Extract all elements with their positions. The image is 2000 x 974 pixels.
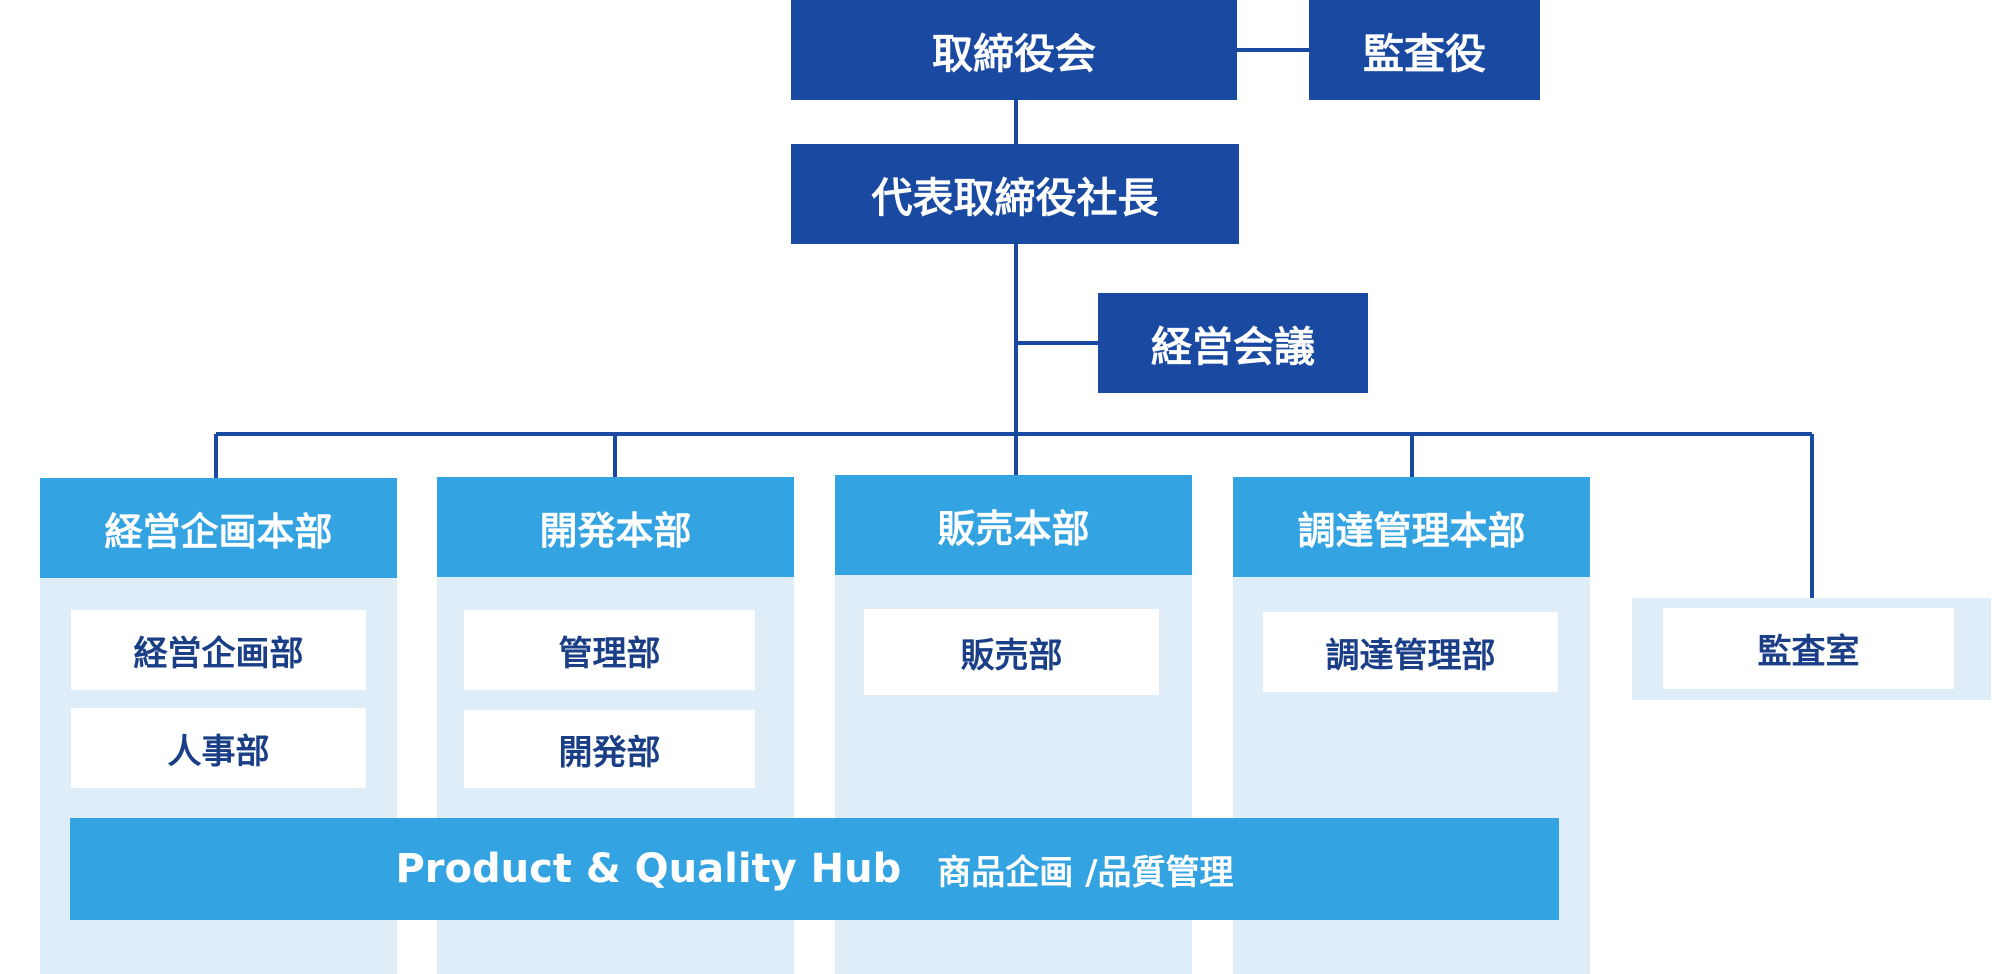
audit-office-box: 監査室 xyxy=(1663,608,1954,689)
department-box: 調達管理部 xyxy=(1263,612,1558,692)
division-name: 開発本部 xyxy=(539,508,692,553)
department-box: 人事部 xyxy=(71,708,366,788)
board-label: 取締役会 xyxy=(932,30,1096,78)
department-label: 経営企画部 xyxy=(133,633,304,674)
audit-office-label: 監査室 xyxy=(1757,632,1860,672)
hub-english-label: Product & Quality Hub xyxy=(395,846,902,892)
president-box: 代表取締役社長 xyxy=(791,144,1239,244)
department-label: 販売部 xyxy=(960,635,1063,676)
division-name: 経営企画本部 xyxy=(104,509,333,554)
president-label: 代表取締役社長 xyxy=(871,174,1159,222)
department-box: 経営企画部 xyxy=(71,610,366,690)
division-name: 調達管理本部 xyxy=(1297,508,1526,553)
board-of-directors-box: 取締役会 xyxy=(791,0,1237,100)
division-name: 販売本部 xyxy=(937,506,1090,551)
department-label: 管理部 xyxy=(558,633,661,674)
product-quality-hub-band: Product & Quality Hub 商品企画 /品質管理 xyxy=(70,818,1559,920)
management-meeting-box: 経営会議 xyxy=(1098,293,1368,393)
auditor-box: 監査役 xyxy=(1309,0,1540,100)
division-header-1: 経営企画本部 xyxy=(40,478,397,578)
division-header-2: 開発本部 xyxy=(437,477,794,577)
department-label: 人事部 xyxy=(167,731,270,772)
department-label: 調達管理部 xyxy=(1325,635,1496,676)
division-header-3: 販売本部 xyxy=(835,475,1192,575)
department-box: 販売部 xyxy=(864,609,1159,695)
division-header-4: 調達管理本部 xyxy=(1233,477,1590,577)
hub-japanese-label: 商品企画 /品質管理 xyxy=(937,852,1234,893)
auditor-label: 監査役 xyxy=(1363,30,1486,78)
management-meeting-label: 経営会議 xyxy=(1151,323,1315,371)
department-box: 管理部 xyxy=(464,610,755,690)
department-label: 開発部 xyxy=(558,732,661,773)
department-box: 開発部 xyxy=(464,710,755,788)
